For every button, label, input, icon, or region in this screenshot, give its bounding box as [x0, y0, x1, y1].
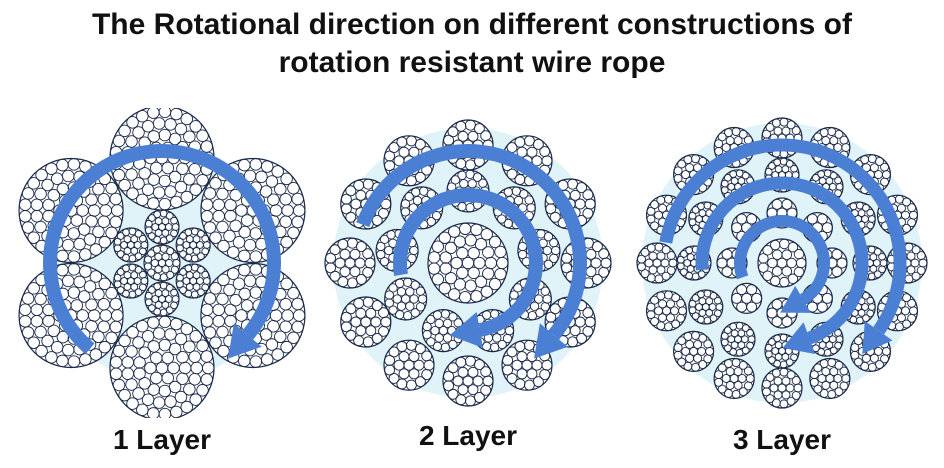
rope-1-outer-strand-3 [200, 262, 306, 369]
rope-3-outer-strand-10 [713, 357, 755, 400]
rope-3-middle-strand-8 [720, 321, 756, 357]
rope-1-core-strand-1 [144, 209, 180, 245]
rope-2-layer [318, 108, 618, 418]
rope-1-layer-drawing [18, 108, 306, 418]
rope-3-outer-strand-11 [673, 330, 715, 372]
rope-2-outer-strand-7 [442, 355, 494, 407]
title-line-2: rotation resistant wire rope [278, 46, 666, 79]
title-line-1: The Rotational direction on different co… [91, 8, 852, 41]
rope-2-outer-arrow [356, 144, 587, 359]
rope-1-outer-strand-5 [18, 262, 124, 369]
rope-3-outer-strand-9 [761, 367, 803, 409]
rope-1-rotation-arrow [43, 144, 281, 359]
rope-1-outer-strand-2 [200, 157, 306, 264]
label-2-layer: 2 Layer [418, 420, 518, 451]
rope-2-middle-strand-6 [421, 309, 465, 353]
label-3-layer: 3 Layer [732, 424, 832, 455]
rope-2-layer-drawing [324, 119, 612, 407]
rope-3-middle-arrow [695, 176, 869, 355]
rope-2-outer-strand-10 [324, 237, 376, 289]
rope-1-core-strand-4 [144, 281, 180, 317]
rope-1-outer-strand-6 [18, 157, 124, 264]
rope-2-middle-strand-7 [384, 277, 428, 321]
rope-1-core-strand-6 [113, 227, 149, 263]
rope-3-inner-arrow [734, 215, 830, 313]
diagram-title: The Rotational direction on different co… [0, 6, 944, 82]
rope-1-outer-strand-4 [109, 315, 215, 418]
rope-3-middle-strand-9 [688, 289, 724, 325]
rope-3-outer-strand-12 [645, 290, 688, 332]
rope-3-outer-strand-8 [809, 357, 851, 400]
rope-2-outer-strand-9 [340, 296, 392, 348]
rope-3-layer-drawing [636, 117, 928, 409]
label-1-layer: 1 Layer [112, 424, 212, 455]
rope-1-core-strand-center [143, 244, 181, 282]
rope-1-core-strand-5 [113, 263, 149, 299]
rope-1-core-strand-3 [175, 263, 211, 299]
rope-1-core-strand-2 [175, 227, 211, 263]
rope-2-core-strand [427, 222, 509, 304]
rope-3-layer [632, 108, 932, 418]
rope-3-inner-strand-6 [731, 282, 763, 314]
rope-2-inner-arrow [393, 188, 543, 348]
rope-3-core-strand [757, 238, 807, 288]
rope-2-outer-strand-8 [383, 339, 435, 391]
rope-3-outer-strand-13 [636, 242, 678, 284]
rope-3-outer-arrow [659, 138, 907, 355]
rope-1-layer [12, 108, 312, 418]
